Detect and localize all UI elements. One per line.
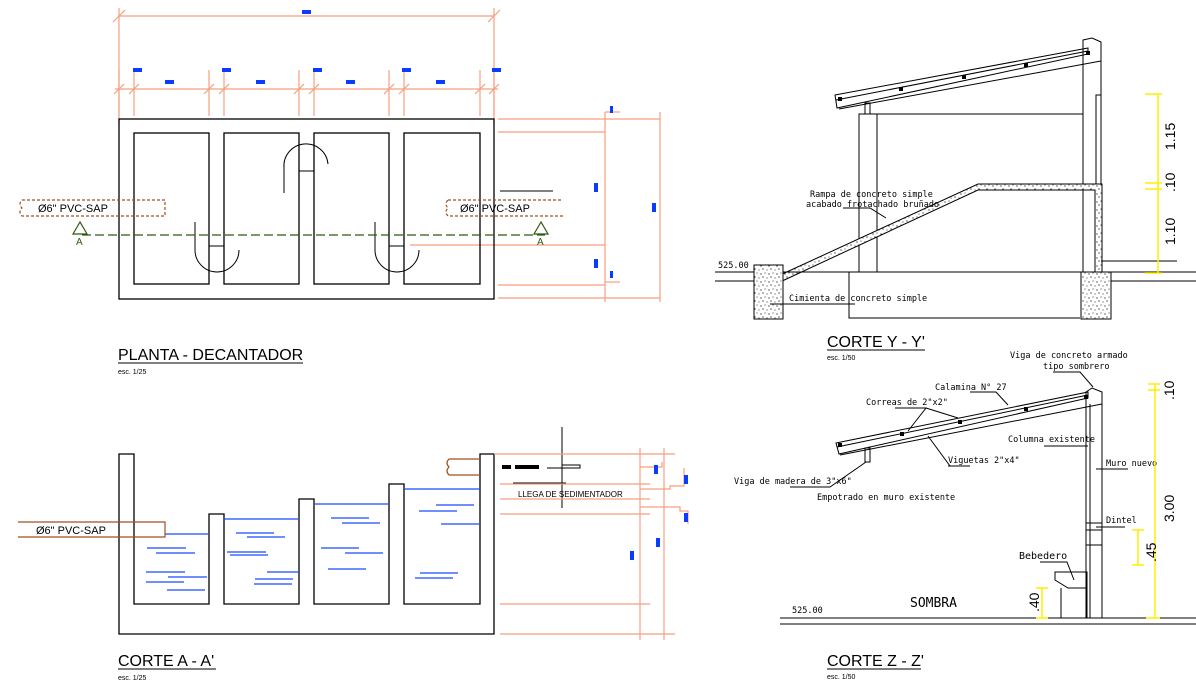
- pipe-label: Ø6" PVC-SAP: [460, 203, 530, 215]
- corte-z-scale: esc. 1/50: [827, 674, 856, 681]
- planta-dimensions: [112, 8, 661, 302]
- dimension-text: .40: [1026, 592, 1042, 612]
- note-columna: Columna existente: [1008, 435, 1095, 445]
- chamber-4: [403, 132, 481, 285]
- water-levels: [146, 488, 480, 591]
- drinking-trough: [1054, 571, 1088, 618]
- note-sombra: SOMBRA: [910, 596, 957, 611]
- section-marker-icon: [532, 220, 550, 235]
- tank-section: [118, 453, 495, 635]
- dimension-marker: [165, 80, 174, 84]
- note-bebedero: Bebedero: [1019, 551, 1067, 562]
- dimension-marker: [594, 259, 598, 268]
- chamber-2: [223, 132, 300, 285]
- corte-a-scale: esc. 1/25: [118, 675, 147, 682]
- note-correas: Correas de 2"x2": [866, 398, 948, 408]
- note-empotrado: Empotrado en muro existente: [817, 493, 955, 503]
- elbow-pipe: [374, 222, 420, 273]
- dimension-marker: [256, 80, 265, 84]
- column: [1085, 387, 1103, 619]
- note-muro-nuevo: Muro nuevo: [1106, 459, 1157, 469]
- dimension-text: 3.00: [1161, 495, 1177, 522]
- corte-z: 525.00 Viga de concreto armado tipo somb…: [734, 351, 1196, 681]
- note-calamina: Calamina N° 27: [935, 383, 1007, 393]
- foundation: [1080, 271, 1112, 320]
- planta-decantador: Ø6" PVC-SAP Ø6" PVC-SAP A A PLANTA - DEC…: [19, 8, 661, 376]
- dimension-marker: [684, 513, 688, 522]
- inlet-pipe: [18, 521, 166, 538]
- dimension-marker: [594, 183, 598, 192]
- note-viguetas: Viguetas 2"x4": [948, 456, 1020, 466]
- inlet-pipe: [19, 199, 166, 217]
- planta-scale: esc. 1/25: [118, 369, 147, 376]
- note-viga-madera: Viga de madera de 3"x6": [734, 477, 852, 487]
- section-marker-label: A: [537, 237, 544, 248]
- ramp-note: acabado frotachado bruñado: [806, 200, 939, 210]
- outlet-pipe: [446, 458, 480, 476]
- corte-a-title: CORTE A - A': [118, 653, 214, 670]
- note-viga-concreto: Viga de concreto armado: [1010, 351, 1128, 361]
- dimension-marker: [492, 68, 501, 72]
- corte-z-height-dims: .10 3.00 .45 .40: [1026, 380, 1177, 619]
- outlet-pipe: [445, 199, 563, 217]
- dimension-marker: [630, 551, 634, 560]
- planta-title: PLANTA - DECANTADOR: [118, 347, 303, 364]
- roof-sheet: [834, 47, 1089, 109]
- dimension-text: .10: [1161, 380, 1177, 400]
- dimension-marker: [436, 80, 445, 84]
- corte-y-scale: esc. 1/50: [827, 355, 856, 362]
- dimension-text: .10: [1162, 172, 1178, 192]
- dimension-marker: [402, 68, 411, 72]
- foundation: [753, 264, 784, 320]
- dimension-marker: [313, 68, 322, 72]
- dimension-text: 1.15: [1162, 123, 1178, 150]
- pipe-label: Ø6" PVC-SAP: [36, 525, 106, 537]
- dimension-marker: [652, 203, 656, 212]
- dimension-text: .45: [1143, 542, 1159, 562]
- note-dintel: Dintel: [1106, 516, 1137, 526]
- tank-outer-wall: [118, 118, 495, 300]
- dimension-marker: [684, 475, 688, 484]
- chamber-3: [313, 132, 390, 285]
- dimension-text: 1.10: [1162, 218, 1178, 245]
- elbow-pipe: [194, 222, 240, 273]
- corte-a-dimensions: [494, 448, 689, 640]
- corte-a: Ø6" PVC-SAP LLEGA DE SEDIMENTADOR CORTE …: [18, 427, 689, 682]
- section-marker-icon: [71, 220, 89, 235]
- section-marker-label: A: [76, 237, 83, 248]
- inlet-note: LLEGA DE SEDIMENTADOR: [518, 490, 623, 499]
- level-label: 525.00: [718, 261, 749, 271]
- elbow-pipe: [283, 143, 329, 193]
- chamber-1: [133, 132, 210, 285]
- note-viga-concreto: tipo sombrero: [1043, 362, 1110, 372]
- corte-y-height-dims: 1.15 .10 1.10: [1145, 93, 1178, 274]
- dimension-marker: [346, 80, 355, 84]
- pipe-label: Ø6" PVC-SAP: [38, 203, 108, 215]
- dimension-marker: [133, 68, 142, 72]
- corte-y: 525.00 Rampa de concreto simple acabado …: [715, 37, 1196, 362]
- dimension-marker: [656, 538, 660, 547]
- dimension-marker: [654, 465, 658, 474]
- level-label: 525.00: [792, 606, 823, 616]
- foundation-note: Cimienta de concreto simple: [789, 294, 927, 304]
- dimension-marker: [222, 68, 231, 72]
- dimension-marker: [302, 10, 311, 14]
- corte-y-title: CORTE Y - Y': [827, 334, 925, 351]
- ramp-note: Rampa de concreto simple: [810, 190, 933, 200]
- corte-z-title: CORTE Z - Z': [827, 653, 924, 670]
